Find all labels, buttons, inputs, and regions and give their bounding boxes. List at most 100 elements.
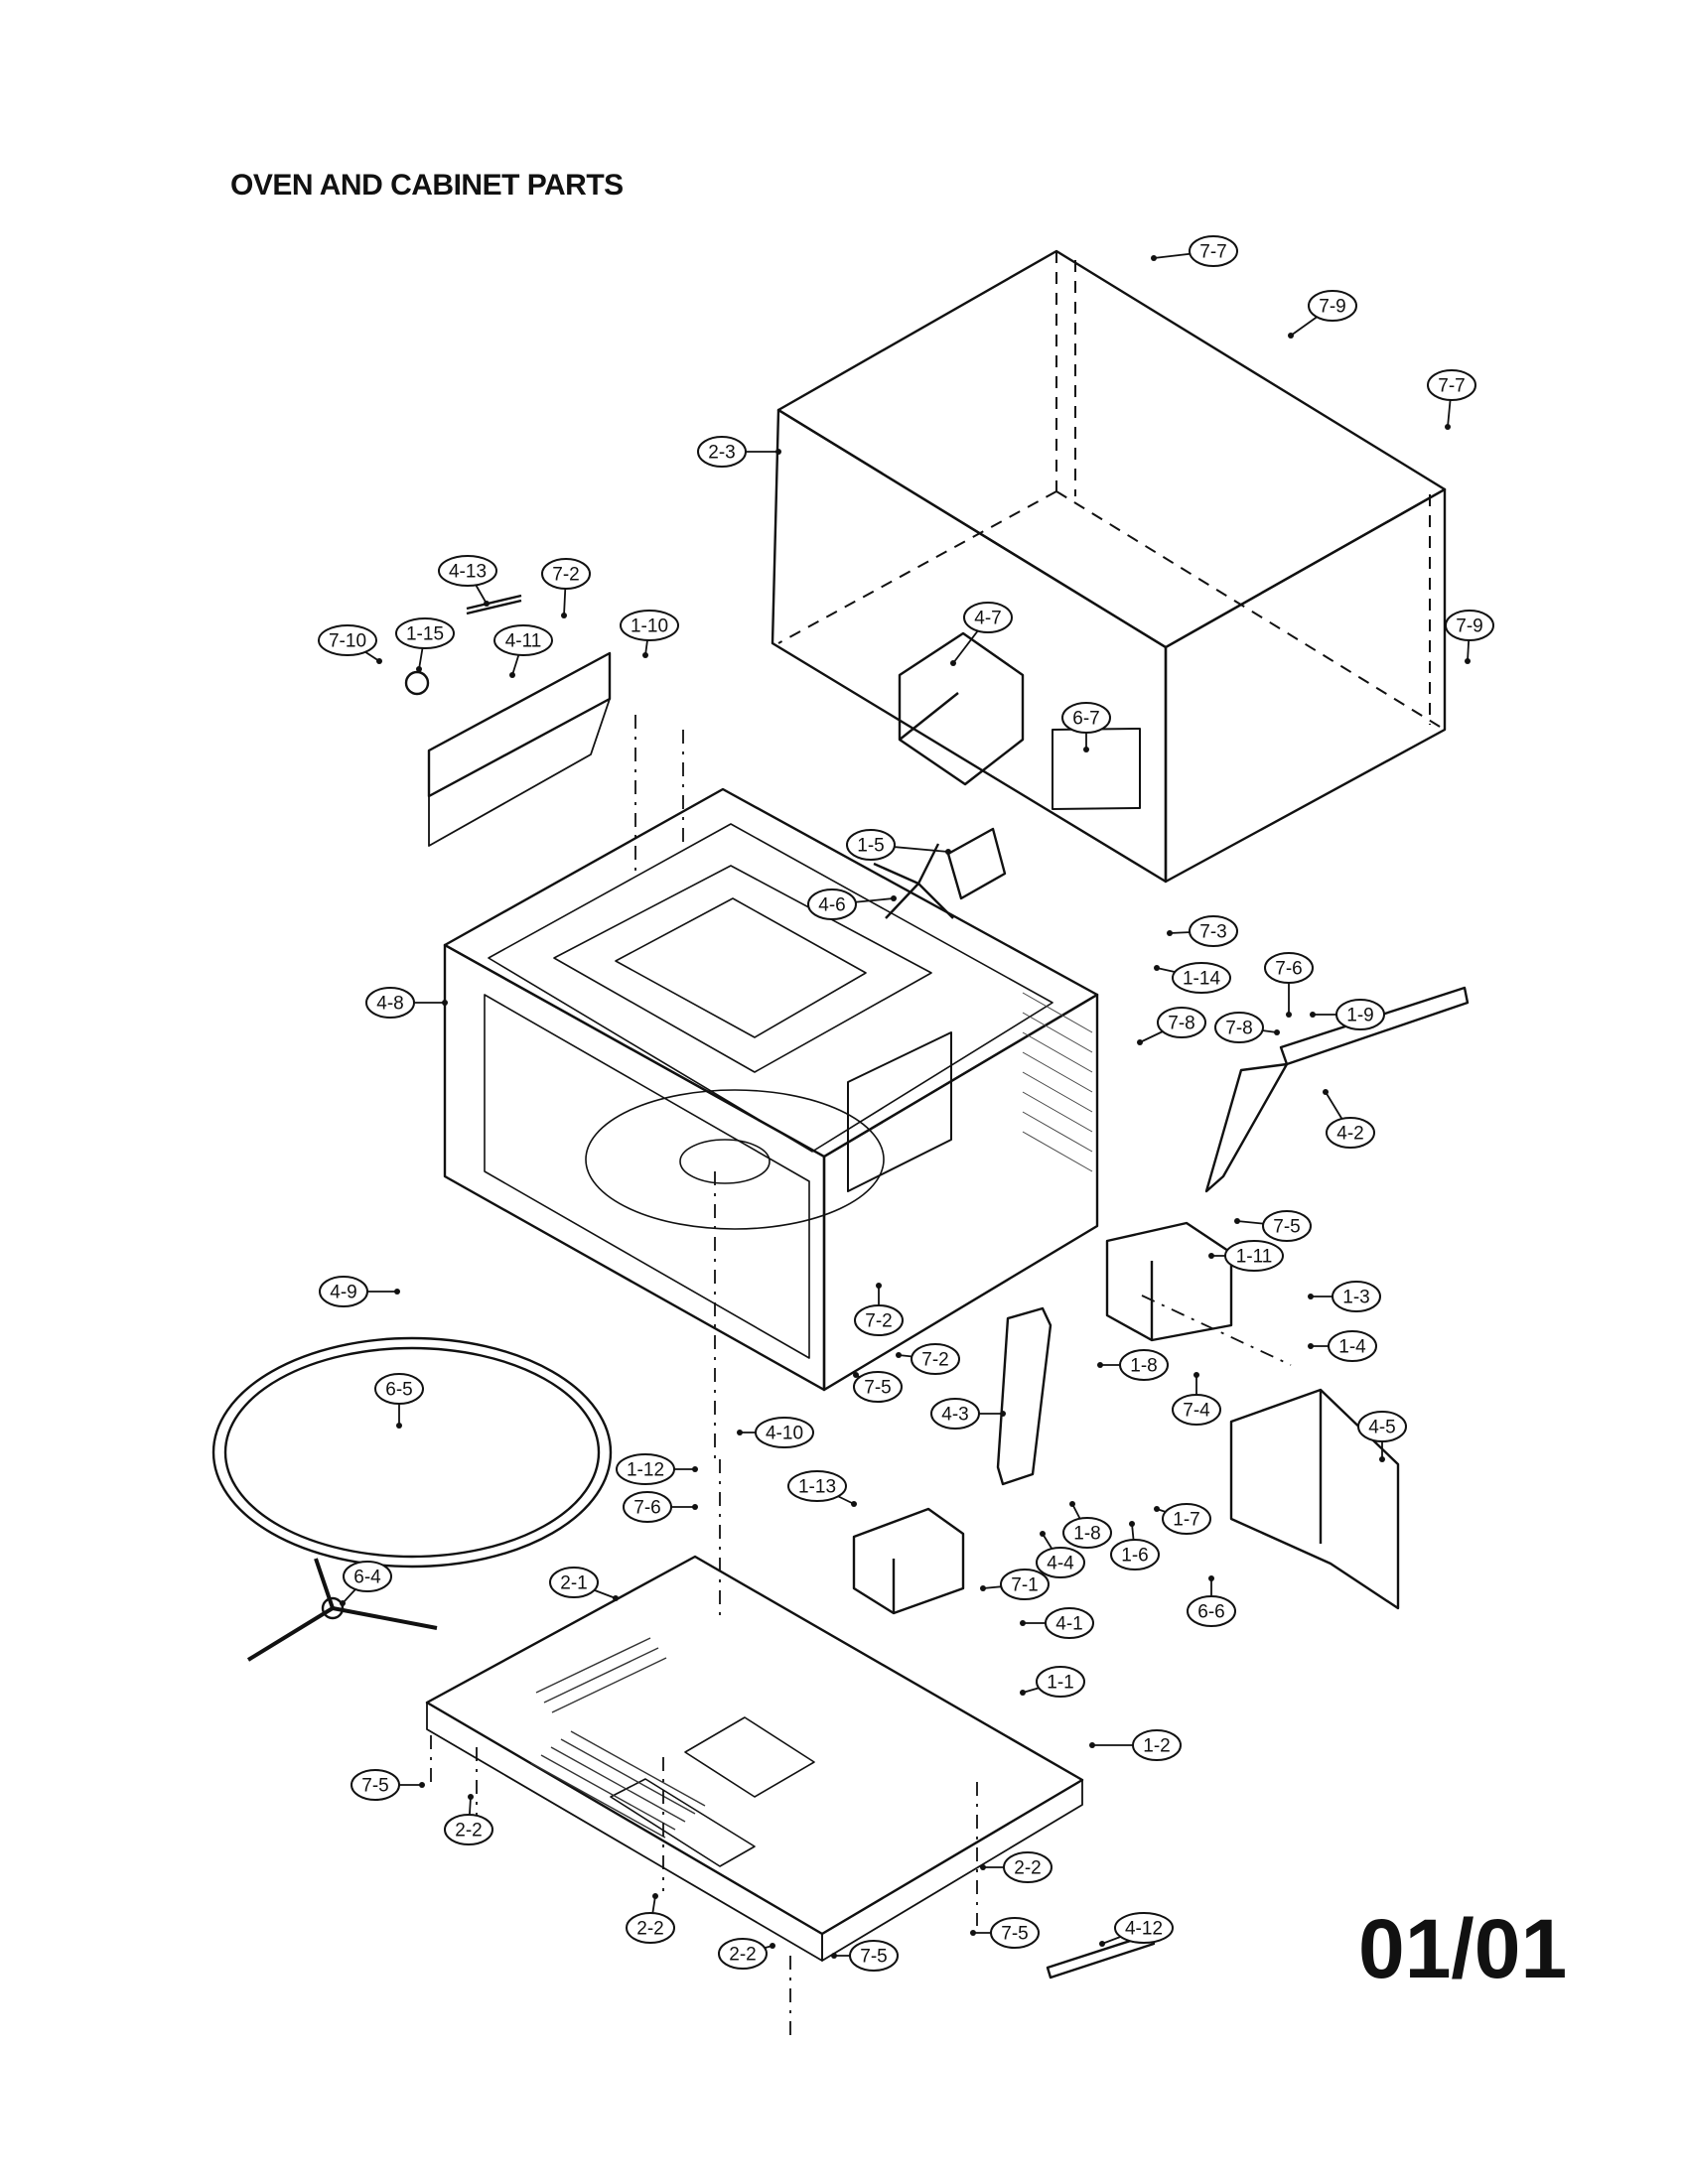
callout-bubble [493, 624, 553, 656]
callout-anchor [770, 1943, 775, 1949]
callout-7-5a: 7-5 [1234, 1210, 1312, 1242]
callout-6-5: 6-5 [374, 1373, 424, 1429]
callout-label: 4-6 [818, 895, 845, 916]
callout-1-5: 1-5 [846, 829, 951, 861]
transformer [852, 1507, 965, 1615]
callout-anchor [1151, 255, 1157, 261]
callout-anchor [950, 660, 956, 666]
callout-bubble [1003, 1851, 1052, 1883]
callout-bubble [1162, 1503, 1211, 1535]
callout-anchor [376, 658, 382, 664]
callout-bubble [541, 558, 591, 590]
callout-7-6b: 7-6 [623, 1491, 698, 1523]
callout-label: 4-3 [941, 1405, 968, 1426]
callout-bubble [1308, 290, 1357, 322]
callout-anchor [1154, 1506, 1160, 1512]
callout-anchor [1288, 333, 1294, 339]
callout-anchor [1137, 1039, 1143, 1045]
callout-4-10: 4-10 [737, 1417, 814, 1448]
callout-label: 1-6 [1121, 1546, 1148, 1567]
callout-label: 7-1 [1011, 1575, 1038, 1596]
callout-label: 7-5 [361, 1776, 388, 1797]
callout-label: 7-5 [1001, 1924, 1028, 1945]
outer-cabinet [771, 249, 1447, 884]
callout-anchor [484, 601, 490, 607]
air-guide [1229, 1388, 1400, 1610]
callout-label: 1-7 [1173, 1510, 1199, 1531]
callout-bubble [1445, 610, 1494, 641]
callout-label: 1-15 [406, 624, 444, 645]
callout-anchor [775, 449, 781, 455]
callout-anchor [1310, 1012, 1316, 1018]
callout-label: 1-8 [1073, 1524, 1100, 1545]
callout-4-3: 4-3 [930, 1398, 1006, 1430]
callout-bubble [1187, 1595, 1236, 1627]
callout-bubble [697, 436, 747, 468]
callout-bubble [990, 1917, 1040, 1949]
callout-7-2a: 7-2 [541, 558, 591, 618]
callout-anchor [896, 1352, 902, 1358]
callout-bubble [1172, 962, 1231, 994]
callout-label: 4-11 [505, 631, 542, 652]
callout-anchor [468, 1794, 474, 1800]
callout-bubble [1214, 1012, 1264, 1043]
callout-bubble [1264, 952, 1314, 984]
callout-1-8a: 1-8 [1097, 1349, 1169, 1381]
callout-anchor [394, 1289, 400, 1295]
callout-bubble [1332, 1281, 1381, 1312]
callout-bubble [319, 1276, 368, 1307]
cover-strip [1046, 1932, 1156, 1979]
callout-bubble [854, 1304, 904, 1336]
callout-anchor [970, 1930, 976, 1936]
callout-label: 1-14 [1183, 969, 1220, 990]
callout-7-7b: 7-7 [1427, 369, 1476, 430]
callout-anchor [1193, 1372, 1199, 1378]
callout-bubble [1157, 1007, 1206, 1038]
callout-2-2d: 2-2 [718, 1938, 775, 1970]
callout-anchor [652, 1893, 658, 1899]
callout-label: 1-8 [1130, 1356, 1157, 1377]
callout-anchor [561, 613, 567, 618]
callout-label: 4-13 [449, 562, 487, 583]
callout-label: 4-7 [974, 609, 1001, 629]
callout-label: 6-6 [1197, 1602, 1224, 1623]
callout-label: 7-4 [1183, 1401, 1210, 1422]
callout-bubble [351, 1769, 400, 1801]
callout-7-8a: 7-8 [1214, 1012, 1280, 1043]
callout-anchor [1308, 1294, 1314, 1299]
callout-bubble [1357, 1411, 1407, 1442]
callout-anchor [416, 666, 422, 672]
callout-2-2c: 2-2 [626, 1893, 675, 1944]
callout-bubble [718, 1938, 768, 1970]
callout-bubble [1062, 1517, 1112, 1549]
callout-bubble [626, 1912, 675, 1944]
callout-1-6: 1-6 [1110, 1521, 1160, 1570]
callout-bubble [365, 987, 415, 1019]
callout-1-9: 1-9 [1310, 999, 1385, 1030]
callout-bubble [1328, 1330, 1377, 1362]
callout-bubble [1036, 1547, 1085, 1578]
callout-4-5: 4-5 [1357, 1411, 1407, 1462]
callout-label: 7-5 [864, 1378, 891, 1399]
callout-bubble [849, 1940, 899, 1972]
callout-bubble [1224, 1240, 1284, 1272]
interlock-switch-bracket [996, 1306, 1052, 1486]
callout-bubble [1114, 1912, 1174, 1944]
vent-bracket [404, 594, 612, 847]
callout-label: 7-8 [1225, 1019, 1252, 1039]
callout-label: 7-6 [633, 1498, 660, 1519]
callout-bubble [755, 1417, 814, 1448]
roller-ring [246, 1558, 438, 1662]
callout-label: 1-11 [1236, 1247, 1273, 1268]
oven-cavity [443, 787, 1099, 1392]
callout-bubble [549, 1567, 599, 1598]
callout-bubble [1262, 1210, 1312, 1242]
callout-anchor [945, 849, 951, 855]
callout-anchor [1099, 1941, 1105, 1947]
callout-label: 1-5 [857, 836, 884, 857]
callout-anchor [1379, 1456, 1385, 1462]
callout-bubble [1119, 1349, 1169, 1381]
callout-anchor [692, 1466, 698, 1472]
callout-anchor [1097, 1362, 1103, 1368]
callout-1-15: 1-15 [395, 617, 455, 672]
